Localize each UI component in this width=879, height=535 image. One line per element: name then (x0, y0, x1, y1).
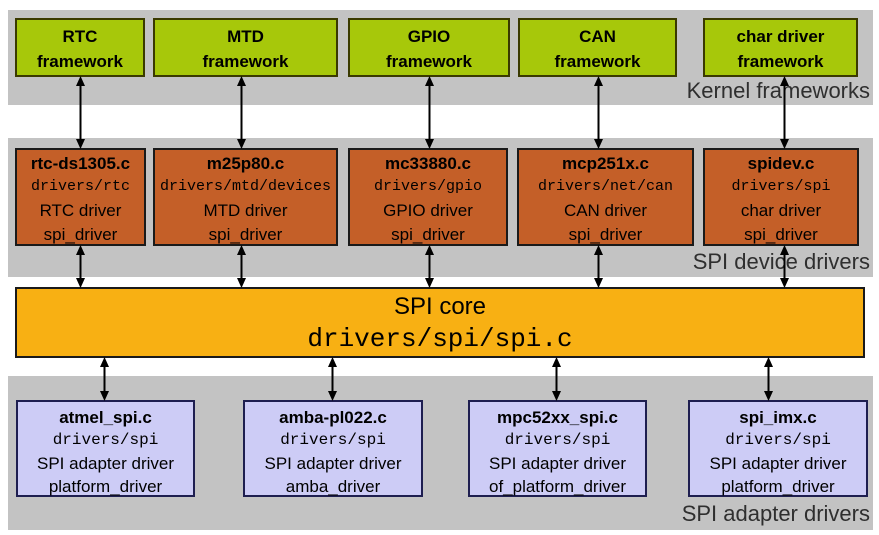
driver-file: rtc-ds1305.c (30, 154, 131, 173)
driver-file: spidev.c (747, 154, 815, 173)
bidirectional-arrow-icon (76, 76, 85, 149)
driver-path: drivers/rtc (30, 178, 131, 195)
driver-file: amba-pl022.c (279, 408, 387, 427)
device-driver-box-m25p80: m25p80.c drivers/mtd/devices MTD driver … (153, 148, 338, 246)
driver-role: GPIO driver (383, 201, 473, 220)
bidirectional-arrow-icon (594, 245, 603, 288)
driver-file: atmel_spi.c (59, 408, 152, 427)
driver-path: drivers/spi (52, 431, 159, 449)
driver-role: SPI adapter driver (709, 454, 847, 473)
driver-file: mpc52xx_spi.c (497, 408, 618, 427)
driver-type: spi_driver (568, 225, 643, 244)
driver-path: drivers/mtd/devices (159, 178, 332, 195)
driver-file: mc33880.c (384, 154, 472, 173)
band-label-spi-adapter-drivers: SPI adapter drivers (681, 501, 870, 526)
framework-name: GPIO (407, 27, 451, 46)
bidirectional-arrow-icon (780, 76, 789, 149)
driver-file: mcp251x.c (562, 154, 649, 173)
band-label-kernel-frameworks: Kernel frameworks (686, 78, 870, 103)
framework-name: CAN (579, 27, 616, 46)
framework-box-mtd: MTD framework (153, 18, 338, 77)
bidirectional-arrow-icon (237, 245, 246, 288)
bidirectional-arrow-icon (552, 357, 561, 401)
framework-word: framework (554, 52, 641, 71)
adapter-driver-box-mpc52xx-spi: mpc52xx_spi.c drivers/spi SPI adapter dr… (468, 400, 647, 497)
framework-box-char-driver: char driver framework (703, 18, 858, 77)
framework-name: RTC (62, 27, 98, 46)
driver-path: drivers/spi (504, 431, 611, 449)
framework-box-rtc: RTC framework (15, 18, 145, 77)
driver-path: drivers/gpio (373, 178, 483, 195)
adapter-driver-box-atmel-spi: atmel_spi.c drivers/spi SPI adapter driv… (16, 400, 195, 497)
driver-role: MTD driver (203, 201, 288, 220)
driver-type: of_platform_driver (488, 477, 626, 496)
adapter-driver-box-spi-imx: spi_imx.c drivers/spi SPI adapter driver… (688, 400, 868, 497)
framework-name: char driver (736, 27, 825, 46)
driver-type: platform_driver (48, 477, 163, 496)
driver-role: RTC driver (39, 201, 122, 220)
driver-path: drivers/spi (731, 178, 831, 195)
bidirectional-arrow-icon (100, 357, 109, 401)
bidirectional-arrow-icon (594, 76, 603, 149)
bidirectional-arrow-icon (425, 245, 434, 288)
driver-role: SPI adapter driver (36, 454, 174, 473)
driver-path: drivers/spi (280, 431, 386, 449)
driver-type: spi_driver (391, 225, 465, 244)
bidirectional-arrow-icon (764, 357, 773, 401)
framework-box-gpio: GPIO framework (348, 18, 510, 77)
driver-role: SPI adapter driver (488, 454, 626, 473)
framework-name: MTD (227, 27, 264, 46)
spi-core-title: SPI core (393, 293, 487, 320)
bidirectional-arrow-icon (780, 245, 789, 288)
driver-role: SPI adapter driver (264, 454, 402, 473)
driver-type: spi_driver (208, 225, 283, 244)
driver-file: m25p80.c (206, 154, 285, 173)
driver-role: CAN driver (563, 201, 648, 220)
framework-box-can: CAN framework (518, 18, 677, 77)
driver-path: drivers/spi (725, 431, 831, 449)
bidirectional-arrow-icon (76, 245, 85, 288)
framework-word: framework (737, 52, 824, 71)
bidirectional-arrow-icon (237, 76, 246, 149)
framework-word: framework (386, 52, 472, 71)
driver-role: char driver (740, 201, 822, 220)
driver-type: spi_driver (43, 225, 118, 244)
adapter-driver-box-amba-pl022: amba-pl022.c drivers/spi SPI adapter dri… (243, 400, 423, 497)
driver-type: spi_driver (744, 225, 818, 244)
bidirectional-arrow-icon (328, 357, 337, 401)
driver-type: amba_driver (285, 477, 381, 496)
framework-word: framework (37, 52, 123, 71)
driver-path: drivers/net/can (537, 178, 674, 195)
device-driver-box-spidev: spidev.c drivers/spi char driver spi_dri… (703, 148, 859, 246)
driver-type: platform_driver (721, 477, 835, 496)
bidirectional-arrow-icon (425, 76, 434, 149)
spi-core-path: drivers/spi/spi.c (307, 324, 573, 354)
spi-core-box: SPI core drivers/spi/spi.c (15, 287, 865, 358)
driver-file: spi_imx.c (739, 408, 817, 427)
device-driver-box-rtc-ds1305: rtc-ds1305.c drivers/rtc RTC driver spi_… (15, 148, 146, 246)
device-driver-box-mcp251x: mcp251x.c drivers/net/can CAN driver spi… (517, 148, 694, 246)
device-driver-box-mc33880: mc33880.c drivers/gpio GPIO driver spi_d… (348, 148, 508, 246)
framework-word: framework (202, 52, 289, 71)
